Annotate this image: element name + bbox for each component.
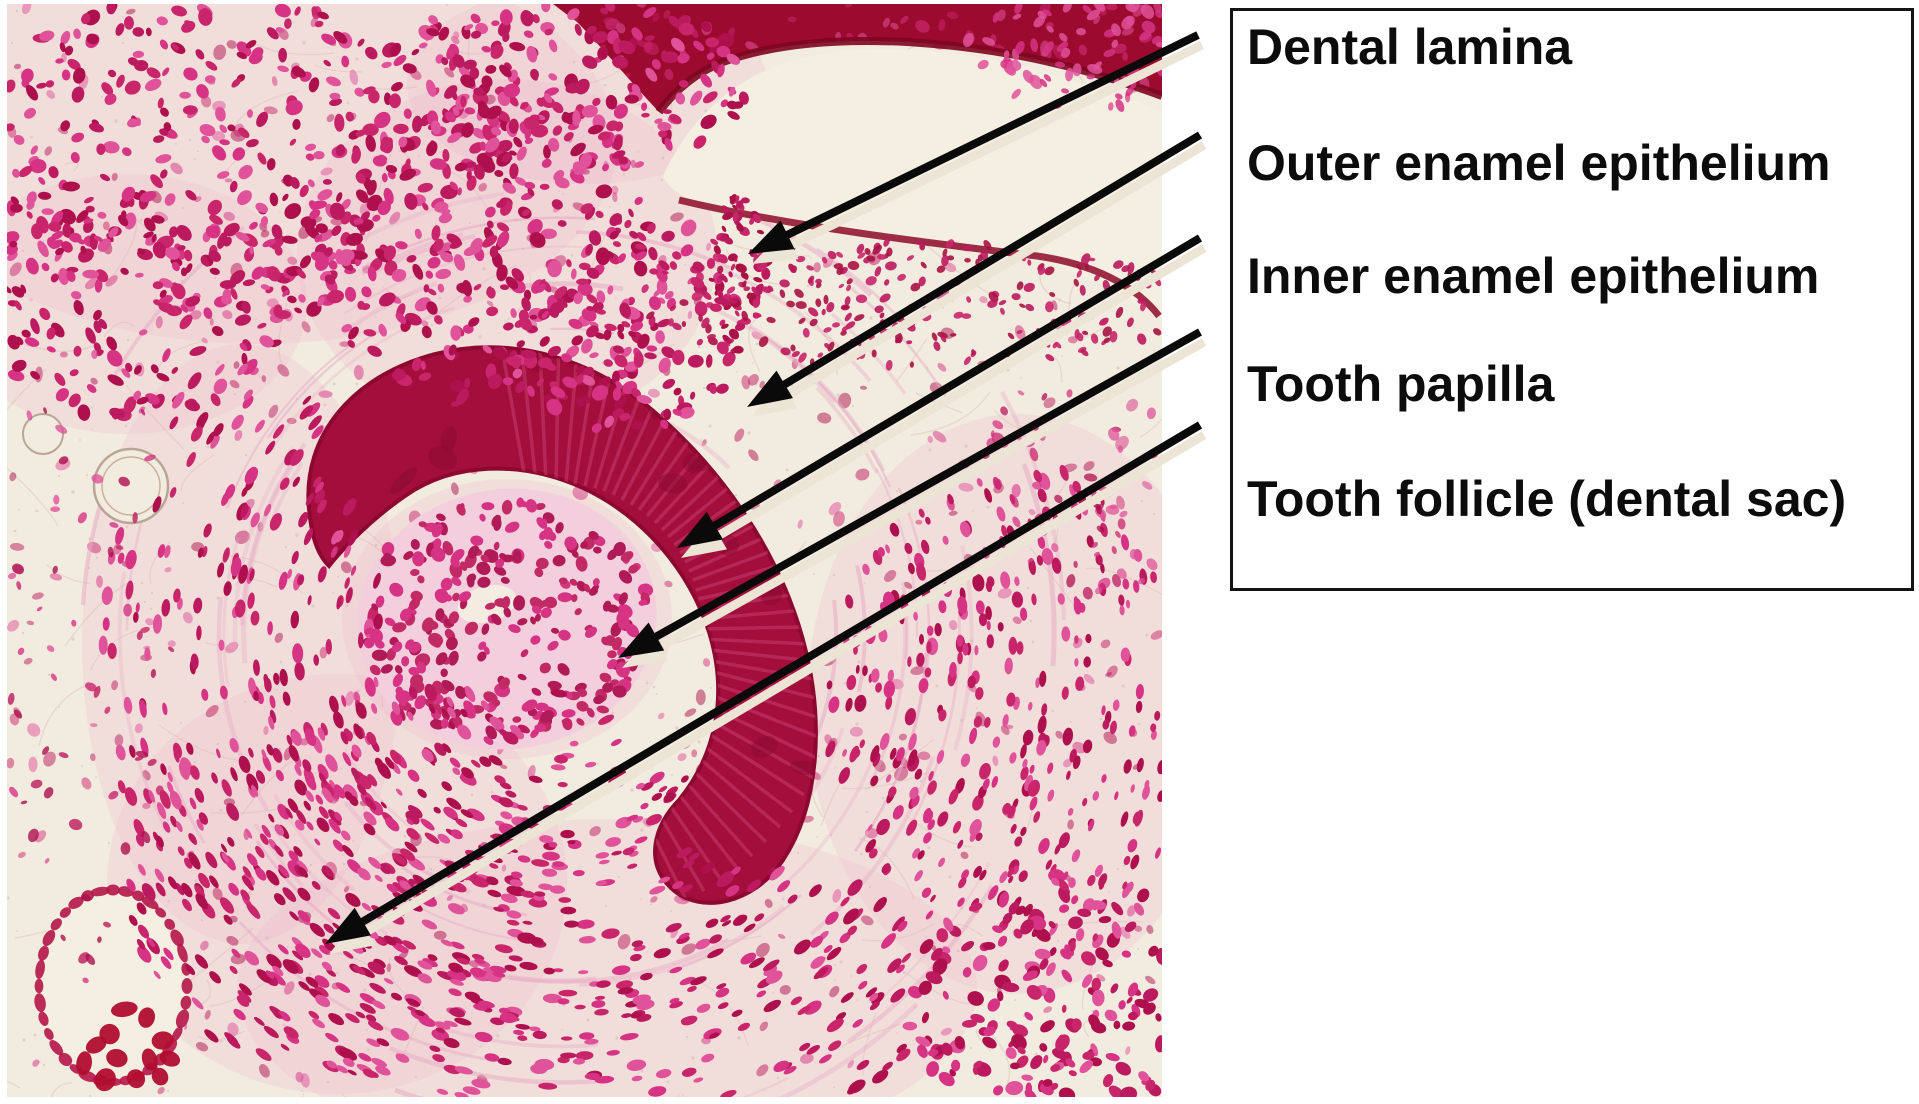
legend-box: Dental lamina Outer enamel epithelium In… <box>1230 8 1914 591</box>
histology-micrograph <box>7 4 1162 1097</box>
legend-label-tooth-papilla: Tooth papilla <box>1247 356 1555 412</box>
legend-label-tooth-follicle: Tooth follicle (dental sac) <box>1247 471 1847 527</box>
micrograph-canvas <box>7 4 1162 1097</box>
legend-label-outer-enamel-epithelium: Outer enamel epithelium <box>1247 135 1831 191</box>
legend-label-dental-lamina: Dental lamina <box>1247 19 1573 75</box>
legend-label-inner-enamel-epithelium: Inner enamel epithelium <box>1247 248 1820 304</box>
